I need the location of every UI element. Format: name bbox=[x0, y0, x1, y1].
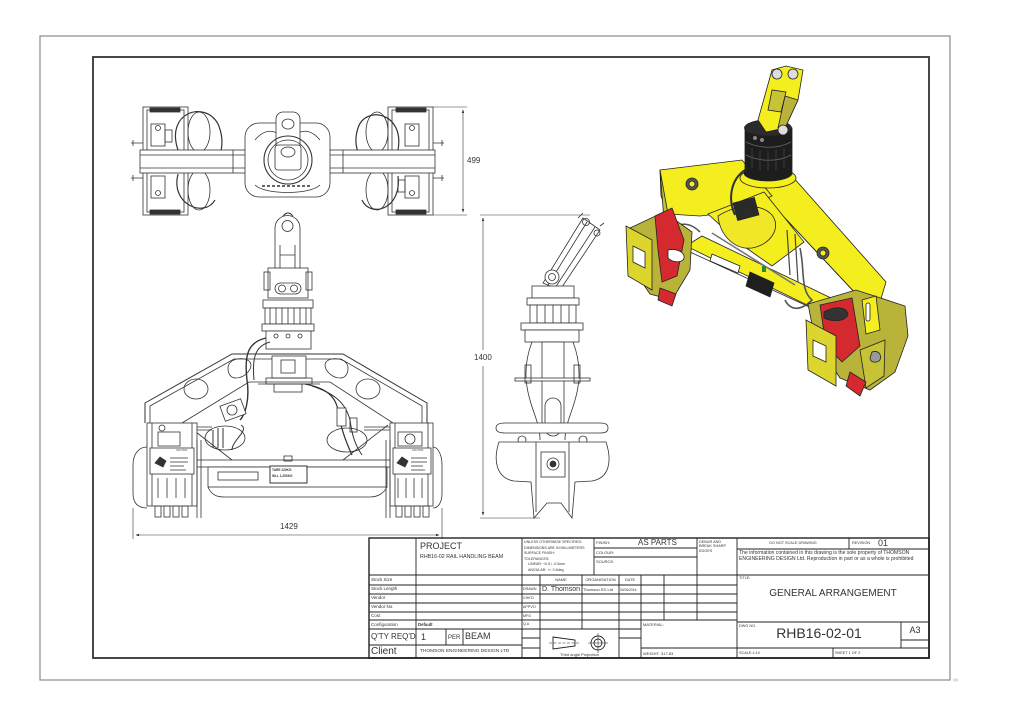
weight-label: WEIGHT: bbox=[643, 650, 660, 656]
front-view bbox=[132, 215, 443, 539]
corner-mark: ∞ bbox=[953, 677, 958, 684]
qty-label: Q'TY REQ'D bbox=[371, 632, 416, 641]
source-label: SOURCE: bbox=[596, 559, 615, 564]
wll-label: WLL 1,250KG bbox=[272, 474, 293, 478]
drawn-date: 30/04/2016 bbox=[620, 587, 637, 592]
ownership-notice: The information contained in this drawin… bbox=[739, 550, 914, 562]
do-not-scale-note: DO NOT SCALE DRAWING bbox=[769, 541, 817, 545]
sheet-number: SHEET 1 OF 2 bbox=[835, 650, 861, 655]
role-checked: CHK'D bbox=[523, 596, 534, 600]
approvals-header-date: DATE bbox=[624, 577, 636, 582]
approvals-header-name: NAME bbox=[555, 577, 567, 582]
scale-label: SCALE:1:10 bbox=[739, 650, 760, 655]
tolerance-line: LINEAR: +0.5 / -0.5mm bbox=[528, 562, 566, 566]
approvals-header-organisation: ORGANISATION bbox=[585, 577, 616, 582]
drawn-organisation: Thomson ED Ltd bbox=[583, 587, 614, 592]
isometric-view bbox=[625, 65, 909, 397]
tolerance-line: ANGULAR: +/- 0.5deg bbox=[528, 567, 564, 572]
client-label: Client bbox=[371, 645, 397, 657]
drawn-name: D. Thomson bbox=[542, 586, 580, 593]
side-view-dimension-1400: 1400 bbox=[474, 353, 492, 362]
dwg-no-label: DWG NO. bbox=[739, 624, 757, 628]
material-label: MATERIAL: bbox=[643, 621, 664, 627]
project-heading: PROJECT bbox=[420, 541, 463, 551]
finish-value: AS PARTS bbox=[638, 537, 677, 547]
finish-label: FINISH: bbox=[596, 540, 611, 545]
top-view-dimension-499: 499 bbox=[467, 156, 481, 165]
dwg-no-value: RHB16-02-01 bbox=[776, 625, 862, 641]
role-drawn: DRAWN bbox=[523, 587, 537, 591]
configuration-label: Configuration bbox=[371, 621, 398, 627]
sheet-size: A3 bbox=[909, 624, 921, 635]
role-mfg: MFG bbox=[523, 613, 531, 618]
tolerance-notes: UNLESS OTHERWISE SPECIFIED: DIMENSIONS A… bbox=[524, 540, 585, 573]
caution-label-right: CAUTION bbox=[412, 449, 424, 452]
side-view bbox=[480, 212, 610, 520]
revision-value: 01 bbox=[878, 538, 889, 548]
vendor-no-label: Vendor No. bbox=[371, 604, 394, 609]
outer-page-border bbox=[39, 35, 951, 681]
vendor-label: Vendor bbox=[371, 595, 386, 600]
title-label: TITLE: bbox=[739, 576, 751, 580]
role-qa: Q.A bbox=[523, 622, 530, 626]
project-name: RHB16-02 RAIL HANDLING BEAM bbox=[420, 554, 504, 560]
caution-label-left: CAUTION bbox=[176, 449, 188, 452]
cost-label: Cost bbox=[371, 613, 381, 618]
stock-size-label: Stock Size bbox=[371, 576, 393, 582]
role-approved: APPV'D bbox=[523, 605, 536, 609]
qty-value: 1 bbox=[421, 632, 427, 642]
per-value: BEAM bbox=[465, 631, 491, 641]
configuration-value: Default bbox=[418, 621, 433, 627]
inner-drawing-border bbox=[92, 56, 930, 659]
revision-label: REVISION bbox=[852, 541, 871, 545]
per-label: PER bbox=[448, 634, 461, 641]
top-view bbox=[131, 106, 467, 224]
tare-label: TARE 220KG bbox=[272, 468, 292, 472]
tolerance-line: UNLESS OTHERWISE SPECIFIED: bbox=[524, 540, 583, 544]
weight-value: 317.83 bbox=[661, 650, 674, 656]
front-view-dimension-1429: 1429 bbox=[280, 522, 298, 531]
title-block-grid bbox=[368, 537, 930, 659]
projection-label: Third angle Projection bbox=[560, 651, 599, 657]
stock-length-label: Stock Length bbox=[371, 586, 398, 591]
colour-label: COLOUR: bbox=[596, 549, 615, 555]
tolerance-line: SURFACE FINISH: bbox=[524, 551, 555, 555]
tolerance-line: TOLERANCES: bbox=[524, 556, 550, 561]
debur-note: DEBUR AND BREAK SHARP EDGES bbox=[699, 540, 726, 553]
tolerance-line: DIMENSIONS ARE IN MILLIMETERS bbox=[524, 545, 585, 550]
drawing-title: GENERAL ARRANGEMENT bbox=[769, 588, 897, 599]
client-value: THOMSON ENGINEERING DESIGN LTD bbox=[420, 649, 510, 654]
